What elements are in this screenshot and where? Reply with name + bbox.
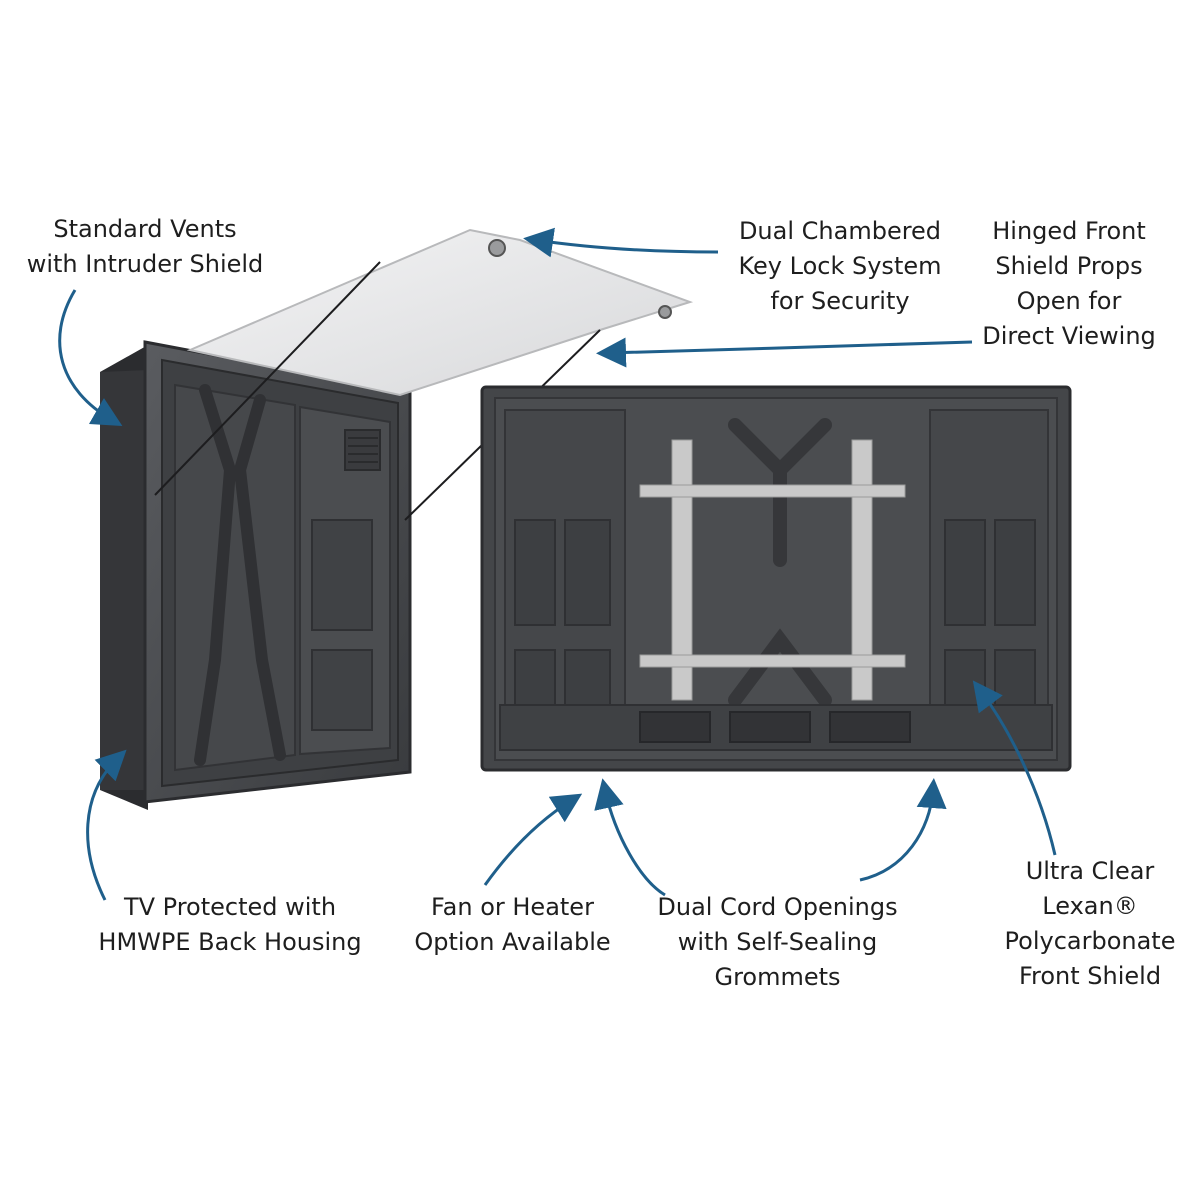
curved-arrow-icon (483, 793, 583, 886)
lock-icon (658, 305, 672, 319)
callout-dual-cord-openings: Dual Cord Openings with Self-Sealing Gro… (657, 893, 898, 991)
callout-ultra-clear-shield: Ultra Clear Lexan® Polycarbonate Front S… (1004, 857, 1176, 990)
callout-tv-protected: TV Protected with HMWPE Back Housing (98, 893, 362, 956)
curved-arrow-icon (972, 680, 1057, 856)
callout-standard-vents: Standard Vents with Intruder Shield (26, 215, 264, 278)
callout-hinged-front-shield: Hinged Front Shield Props Open for Direc… (982, 217, 1156, 350)
curved-arrow-icon (523, 227, 719, 258)
callout-arrows (58, 227, 1057, 901)
hinged-front-shield (154, 228, 694, 521)
curved-arrow-icon (58, 289, 123, 427)
left-enclosure-angled-view (100, 340, 412, 810)
curved-arrow-icon (86, 749, 127, 901)
tv-mount-bracket (639, 439, 906, 701)
curved-arrow-icon (594, 778, 666, 897)
curved-arrow-icon (596, 337, 973, 368)
right-enclosure-front-view (480, 385, 1072, 772)
callout-dual-chambered-lock: Dual Chambered Key Lock System for Secur… (738, 217, 942, 315)
lock-icon (488, 239, 506, 257)
curved-arrow-icon (859, 778, 947, 882)
callout-fan-heater: Fan or Heater Option Available (414, 893, 611, 956)
